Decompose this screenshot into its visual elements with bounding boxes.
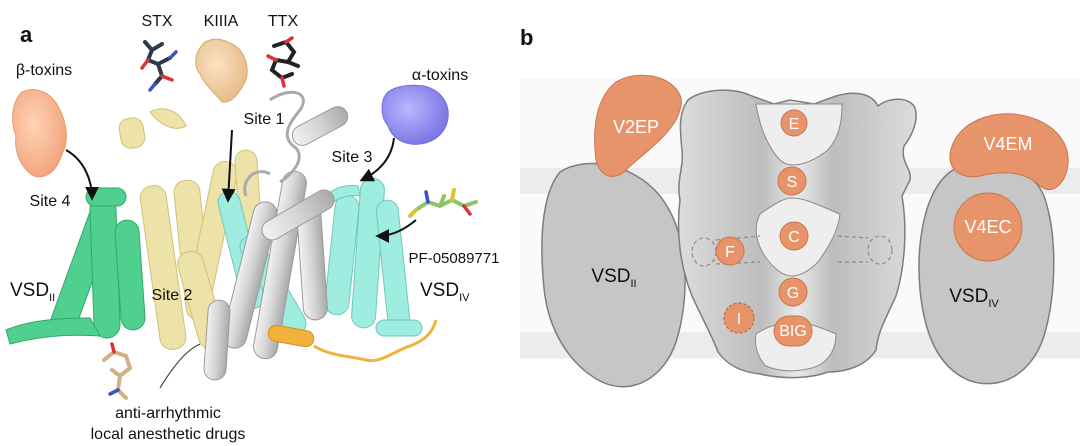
drug-connector-line [159, 343, 201, 389]
site3-arrow [359, 137, 395, 182]
v2ep-site [594, 74, 682, 177]
site-i-label: I [737, 311, 741, 328]
site-g-label: G [787, 285, 799, 302]
site1-label: Site 1 [244, 111, 285, 128]
panel-a: a STX KIIIA TTX β-toxins α-toxins [5, 13, 500, 443]
drugs-label-line1: anti-arrhythmic [115, 405, 221, 422]
pf05089771-label: PF-05089771 [409, 250, 500, 267]
site-g [778, 277, 808, 307]
site-c-label: C [788, 229, 800, 246]
site-s [777, 166, 807, 196]
beta-toxin-image [12, 89, 67, 178]
v4em-label: V4EM [983, 134, 1032, 154]
site3-label: Site 3 [332, 149, 373, 166]
ttx-label: TTX [268, 13, 299, 30]
stx-molecule-image [140, 40, 178, 92]
grey-loops [243, 90, 305, 197]
v2ep-label: V2EP [613, 117, 659, 137]
panel-a-label: a [20, 22, 33, 47]
site-c [779, 221, 809, 251]
panel-a-vsd4-label: VSDIV [420, 280, 470, 304]
site-i [723, 302, 755, 334]
panel-a-vsd2-label: VSDII [10, 280, 55, 304]
v4em-site [949, 113, 1069, 191]
alpha-toxins-label: α-toxins [412, 67, 468, 84]
v4ec-label: V4EC [964, 217, 1011, 237]
kiiia-peptide-image [195, 38, 248, 103]
domain-green [50, 187, 146, 339]
site-big [773, 315, 813, 347]
linker-loop [313, 319, 438, 363]
site-f-label: F [725, 244, 735, 261]
vsd2-body [541, 162, 686, 388]
site-e [780, 109, 808, 137]
linker-helix [267, 324, 315, 348]
alpha-toxin-image [381, 84, 449, 145]
panel-b-vsd2-label: VSDII [591, 266, 636, 290]
kiiia-label: KIIIA [204, 13, 239, 30]
local-anesthetic-molecule-image [102, 342, 133, 400]
panel-b-label: b [520, 25, 533, 50]
beta-toxins-label: β-toxins [16, 62, 72, 79]
site-f [715, 236, 745, 266]
site-e-label: E [789, 116, 800, 133]
domain-grey [203, 106, 349, 381]
v4ec-site [953, 192, 1023, 262]
pf05089771-molecule-image [408, 188, 478, 218]
fenestration-right [837, 235, 893, 265]
site4-arrow [65, 149, 99, 201]
pf-arrow [375, 219, 417, 243]
drugs-label-line2: local anesthetic drugs [91, 426, 246, 443]
site2-label: Site 2 [152, 287, 193, 304]
green-tail [5, 317, 101, 345]
panel-b-vsd4-label: VSDIV [949, 286, 999, 310]
site-big-label: BIG [779, 323, 807, 340]
panel-b: b V2EP VSDII V4EM V4EC VSDIV E [520, 25, 1080, 388]
site4-label: Site 4 [30, 193, 71, 210]
ttx-molecule-image [266, 36, 300, 88]
stx-label: STX [141, 13, 172, 30]
site1-arrow [221, 129, 236, 203]
site-s-label: S [787, 174, 798, 191]
